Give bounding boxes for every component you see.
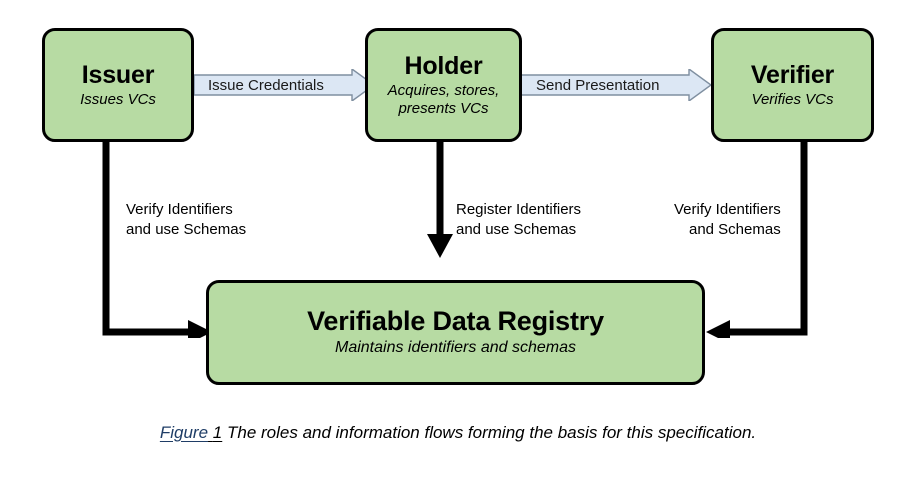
role-box-holder: Holder Acquires, stores, presents VCs bbox=[365, 28, 522, 142]
flow-label-line: Verify Identifiers bbox=[674, 201, 781, 218]
banner-arrow-issue-credentials bbox=[194, 69, 374, 101]
flow-arrow-holder-to-registry bbox=[424, 138, 456, 258]
figure-caption-text: The roles and information flows forming … bbox=[226, 423, 757, 442]
role-subtitle-line: Acquires, stores, bbox=[387, 81, 500, 99]
banner-arrow-send-presentation bbox=[521, 69, 711, 101]
elbow-arrow-down-left-icon bbox=[706, 138, 808, 338]
role-subtitle-line: Maintains identifiers and schemas bbox=[334, 339, 576, 357]
flow-label-line: Register Identifiers bbox=[456, 201, 582, 218]
role-box-issuer: Issuer Issues VCs bbox=[42, 28, 194, 142]
role-subtitle-line: presents VCs bbox=[398, 99, 489, 117]
role-subtitle-verifier: Verifies VCs bbox=[752, 91, 834, 109]
role-title-issuer: Issuer bbox=[81, 60, 155, 89]
figure-caption-link[interactable]: Figure bbox=[159, 423, 209, 442]
flow-label-holder-to-registry: Register Identifiers and use Schemas bbox=[456, 200, 581, 241]
figure-caption: Figure 1 The roles and information flows… bbox=[0, 423, 916, 443]
flow-label-issuer-to-registry: Verify Identifiers and use Schemas bbox=[126, 200, 246, 241]
flow-label-line: Verify Identifiers bbox=[126, 201, 233, 218]
role-title-verifier: Verifier bbox=[750, 60, 835, 89]
arrow-down-icon bbox=[427, 138, 453, 258]
flow-label-line: and use Schemas bbox=[456, 221, 577, 239]
banner-label-issue-credentials: Issue Credentials bbox=[208, 77, 324, 94]
right-arrow-banner-icon bbox=[521, 69, 711, 101]
figure-caption-number-value: 1 bbox=[212, 423, 223, 442]
flow-label-line: and use Schemas bbox=[126, 221, 247, 239]
right-arrow-banner-icon bbox=[194, 69, 374, 101]
flow-label-line: and Schemas bbox=[688, 221, 781, 239]
flow-label-verifier-to-registry: Verify Identifiers and Schemas bbox=[674, 200, 781, 241]
role-subtitle-issuer: Issues VCs bbox=[80, 91, 156, 109]
role-box-verifier: Verifier Verifies VCs bbox=[711, 28, 874, 142]
role-box-verifiable-data-registry: Verifiable Data Registry Maintains ident… bbox=[206, 280, 705, 385]
role-subtitle-holder: Acquires, stores, presents VCs bbox=[388, 82, 500, 117]
role-subtitle-registry: Maintains identifiers and schemas bbox=[335, 339, 576, 358]
role-title-holder: Holder bbox=[404, 51, 483, 80]
role-title-registry: Verifiable Data Registry bbox=[307, 305, 604, 336]
role-subtitle-line: Verifies VCs bbox=[751, 90, 834, 108]
flow-arrow-verifier-to-registry bbox=[700, 138, 820, 338]
banner-label-send-presentation: Send Presentation bbox=[536, 77, 660, 94]
role-subtitle-line: Issues VCs bbox=[80, 90, 156, 108]
